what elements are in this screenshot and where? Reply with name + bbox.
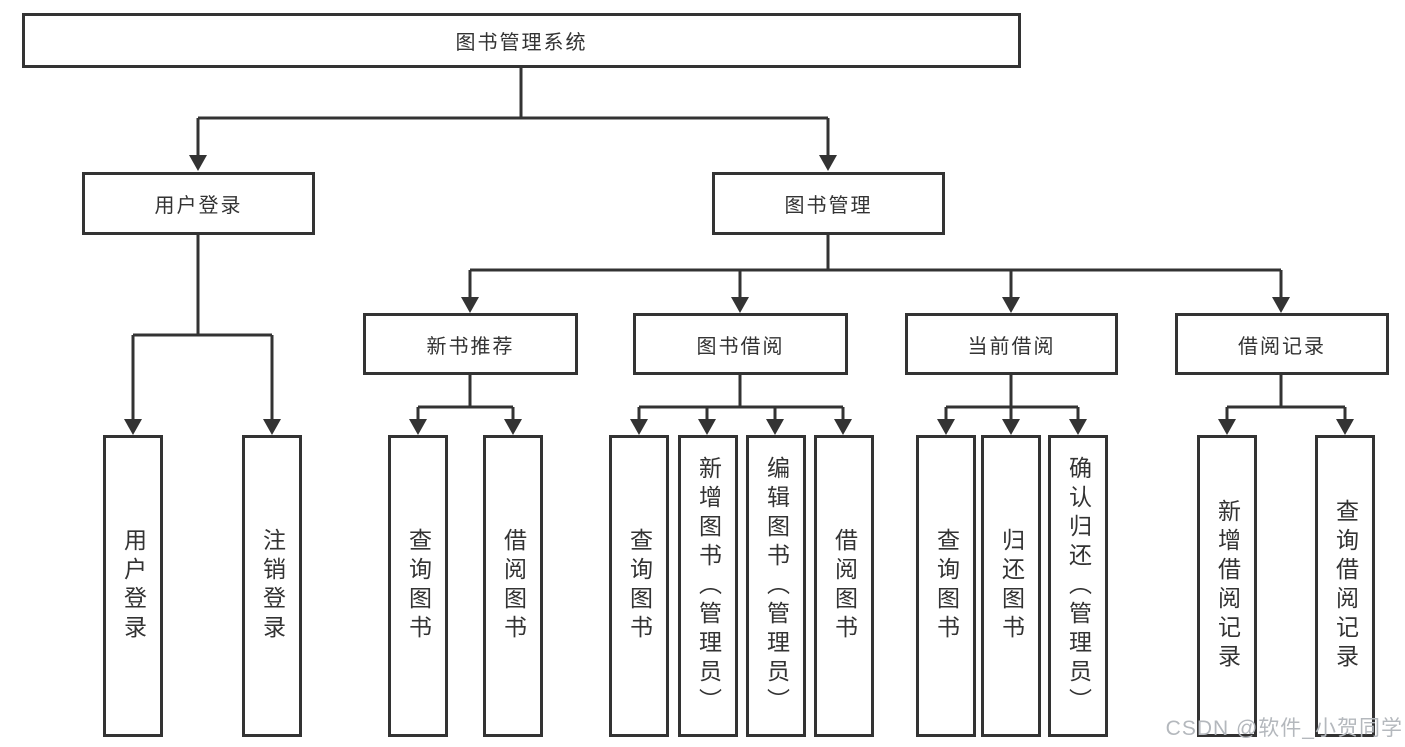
arrow-down-icon <box>409 419 427 435</box>
connector-user-login <box>131 235 274 421</box>
leaf-logout: 注销登录 <box>242 435 302 737</box>
arrow-down-icon <box>630 419 648 435</box>
connector-current-borrow <box>944 375 1080 421</box>
leaf-query-books-recommend: 查询图书 <box>388 435 448 737</box>
leaf-label: 新增借阅记录 <box>1214 499 1241 673</box>
node-book-borrow: 图书借阅 <box>633 313 848 375</box>
leaf-query-books-borrow: 查询图书 <box>609 435 669 737</box>
arrow-down-icon <box>1002 297 1020 313</box>
leaf-label: 用户登录 <box>120 528 147 644</box>
node-current-borrow: 当前借阅 <box>905 313 1118 375</box>
arrow-down-icon <box>731 297 749 313</box>
csdn-watermark: CSDN @软件_小贺同学 <box>1165 717 1403 740</box>
arrow-down-icon <box>819 155 837 171</box>
leaf-label: 新增图书（管理员） <box>695 455 722 717</box>
arrow-down-icon <box>461 297 479 313</box>
connector-book-borrow <box>637 375 845 421</box>
leaf-label: 注销登录 <box>259 528 286 644</box>
leaf-add-book-admin: 新增图书（管理员） <box>678 435 738 737</box>
node-label: 图书管理 <box>784 195 873 217</box>
arrow-down-icon <box>1218 419 1236 435</box>
arrowheads <box>124 155 1354 435</box>
node-library-system: 图书管理系统 <box>22 13 1021 68</box>
node-user-login: 用户登录 <box>82 172 315 235</box>
node-label: 用户登录 <box>154 195 243 217</box>
arrow-down-icon <box>263 419 281 435</box>
arrow-down-icon <box>1272 297 1290 313</box>
arrow-down-icon <box>124 419 142 435</box>
leaf-add-borrow-record: 新增借阅记录 <box>1197 435 1257 737</box>
connector-new-book-recommend <box>416 375 515 421</box>
leaf-confirm-return-admin: 确认归还（管理员） <box>1048 435 1108 737</box>
leaf-user-login: 用户登录 <box>103 435 163 737</box>
arrow-down-icon <box>698 419 716 435</box>
leaf-label: 借阅图书 <box>831 528 858 644</box>
node-borrow-records: 借阅记录 <box>1175 313 1389 375</box>
arrow-down-icon <box>1069 419 1087 435</box>
leaf-label: 编辑图书（管理员） <box>763 455 790 717</box>
node-new-book-recommend: 新书推荐 <box>363 313 578 375</box>
node-label: 图书管理系统 <box>455 32 588 54</box>
leaf-query-borrow-record: 查询借阅记录 <box>1315 435 1375 737</box>
leaf-borrow-books-recommend: 借阅图书 <box>483 435 543 737</box>
leaf-edit-book-admin: 编辑图书（管理员） <box>746 435 806 737</box>
connector-book-management <box>468 235 1283 298</box>
leaf-return-books: 归还图书 <box>981 435 1041 737</box>
arrow-down-icon <box>1336 419 1354 435</box>
leaf-label: 确认归还（管理员） <box>1065 455 1092 717</box>
arrow-down-icon <box>834 419 852 435</box>
leaf-query-books-current: 查询图书 <box>916 435 976 737</box>
arrow-down-icon <box>1002 419 1020 435</box>
leaf-label: 查询图书 <box>933 528 960 644</box>
leaf-label: 查询图书 <box>626 528 653 644</box>
connector-root <box>196 66 830 157</box>
leaf-label: 查询图书 <box>405 528 432 644</box>
node-label: 借阅记录 <box>1238 335 1326 358</box>
node-label: 当前借阅 <box>967 335 1056 358</box>
arrow-down-icon <box>189 155 207 171</box>
leaf-borrow-books: 借阅图书 <box>814 435 874 737</box>
leaf-label: 借阅图书 <box>500 528 527 644</box>
node-label: 新书推荐 <box>426 335 515 358</box>
arrow-down-icon <box>766 419 784 435</box>
node-label: 图书借阅 <box>696 335 785 358</box>
leaf-label: 归还图书 <box>998 528 1025 644</box>
arrow-down-icon <box>937 419 955 435</box>
connector-borrow-records <box>1225 375 1347 421</box>
node-book-management: 图书管理 <box>712 172 945 235</box>
arrow-down-icon <box>504 419 522 435</box>
leaf-label: 查询借阅记录 <box>1332 499 1359 673</box>
